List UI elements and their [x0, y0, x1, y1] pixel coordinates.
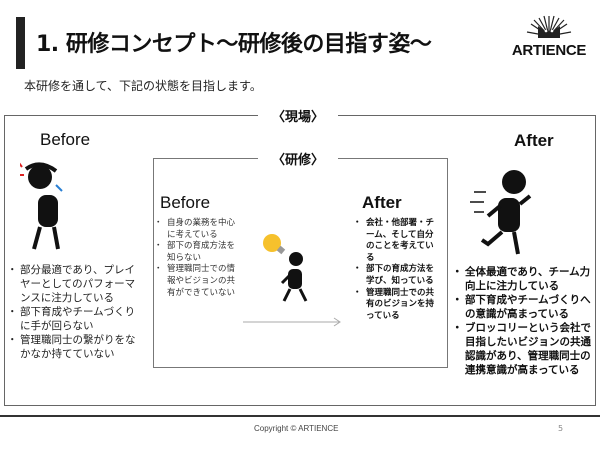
list-item: 管理職同士の繋がりをなかなか持てていない — [7, 333, 145, 361]
list-item: 部下の育成方法を知らない — [154, 241, 239, 264]
title-accent-bar — [16, 17, 25, 69]
page-title: 1. 研修コンセプト～研修後の目指す姿～ — [36, 32, 432, 57]
list-item: 会社・他部署・チーム、そして自分のことを考えている — [353, 218, 441, 264]
page-number: 5 — [558, 424, 564, 433]
kenshu-after-heading: After — [362, 193, 402, 212]
list-item: 全体最適であり、チーム力向上に注力している — [452, 265, 595, 293]
copyright: Copyright © ARTIENCE — [254, 424, 339, 433]
list-item: 自身の業務を中心に考えている — [154, 218, 239, 241]
list-item: 部下育成やチームづくりへの意識が高まっている — [452, 293, 595, 321]
list-item: 部分最適であり、プレイヤーとしてのパフォーマンスに注力している — [7, 263, 145, 305]
stressed-person-icon — [20, 162, 63, 250]
list-item: ブロッコリーという会社で目指したいビジョンの共通認識があり、管理職同士の連携意識… — [452, 321, 595, 377]
genba-label: 〈現場〉 — [258, 106, 339, 125]
arrow-icon — [243, 317, 341, 327]
list-item: 管理職同士での共有のビジョンを持っている — [353, 288, 441, 323]
genba-after-list: 全体最適であり、チーム力向上に注力している 部下育成やチームづくりへの意識が高ま… — [452, 265, 595, 377]
footer-divider — [0, 415, 600, 417]
logo-sun-icon — [526, 15, 572, 38]
lightbulb-person-icon — [263, 234, 308, 302]
genba-before-list: 部分最適であり、プレイヤーとしてのパフォーマンスに注力している 部下育成やチーム… — [7, 263, 145, 361]
list-item: 管理職同士での情報やビジョンの共有ができていない — [154, 264, 239, 299]
kenshu-before-heading: Before — [160, 193, 211, 212]
genba-before-heading: Before — [40, 130, 91, 149]
genba-after-heading: After — [514, 131, 554, 150]
list-item: 部下育成やチームづくりに手が回らない — [7, 305, 145, 333]
kenshu-before-list: 自身の業務を中心に考えている 部下の育成方法を知らない 管理職同士での情報やビジ… — [154, 218, 239, 299]
running-person-icon — [470, 170, 532, 255]
artience-logo: ARTIENCE — [508, 14, 590, 59]
kenshu-after-list: 会社・他部署・チーム、そして自分のことを考えている 部下の育成方法を学び、知って… — [353, 218, 441, 323]
list-item: 部下の育成方法を学び、知っている — [353, 264, 441, 287]
kenshu-label: 〈研修〉 — [258, 149, 339, 168]
page-subtitle: 本研修を通して、下記の状態を目指します。 — [24, 79, 262, 93]
